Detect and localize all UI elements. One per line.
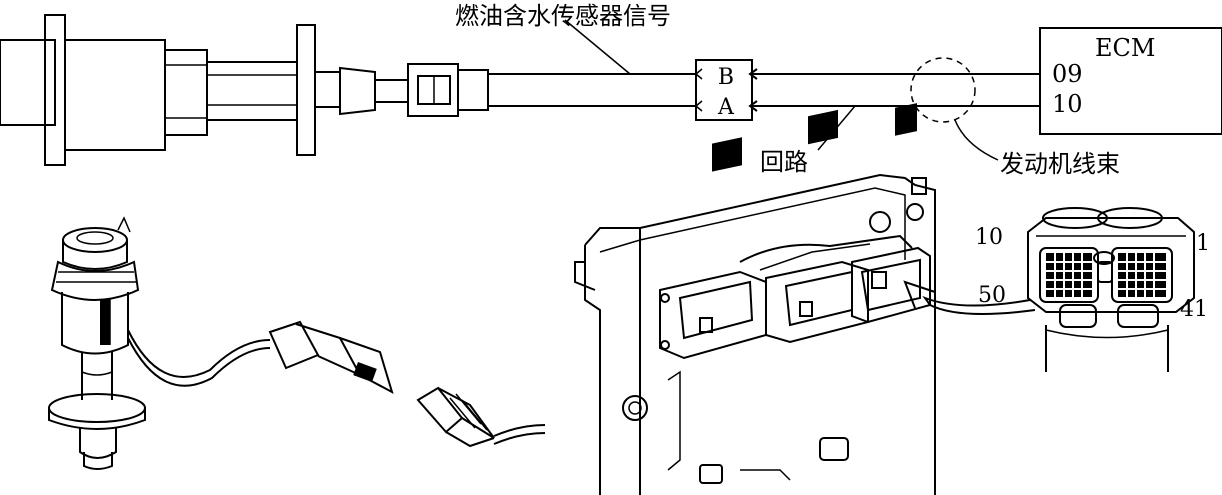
- mating-connector-illustration: [416, 386, 546, 448]
- ecm-socket-1: [659, 137, 767, 360]
- sensor-side-view: [0, 14, 489, 166]
- plug-pin-50-label: 50: [978, 283, 1006, 308]
- harness-marker: [910, 57, 976, 123]
- ecm-socket-3: [851, 103, 931, 324]
- plug-pin-10-label: 10: [975, 225, 1003, 250]
- ecm-harness-plug-illustration: 10 1 50 41: [975, 207, 1210, 372]
- signal-leader: [564, 19, 631, 75]
- signal-wire: [488, 68, 1040, 80]
- sensor-illustration: [48, 216, 394, 470]
- plug-pin-41-label: 41: [1180, 297, 1208, 322]
- return-wire: [488, 100, 1040, 112]
- return-label: 回路: [760, 148, 808, 176]
- ecm-pin-signal: 09: [1052, 60, 1083, 88]
- connector-pin-a: A: [717, 95, 735, 120]
- harness-leader: [954, 119, 999, 161]
- ecm-module-illustration: [574, 103, 936, 495]
- harness-label: 发动机线束: [1000, 150, 1120, 178]
- left-pin-grid: [1046, 253, 1092, 297]
- inline-connector: B A: [694, 59, 753, 121]
- right-pin-grid: [1118, 253, 1166, 297]
- plug-pin-1-label: 1: [1196, 231, 1210, 256]
- ecm-title: ECM: [1095, 34, 1155, 62]
- connection-arrow: [903, 280, 1036, 315]
- ecm-pin-return: 10: [1052, 90, 1083, 118]
- ecm-box: ECM 09 10: [1039, 27, 1222, 135]
- signal-label: 燃油含水传感器信号: [455, 2, 671, 30]
- connector-pin-b: B: [718, 65, 734, 90]
